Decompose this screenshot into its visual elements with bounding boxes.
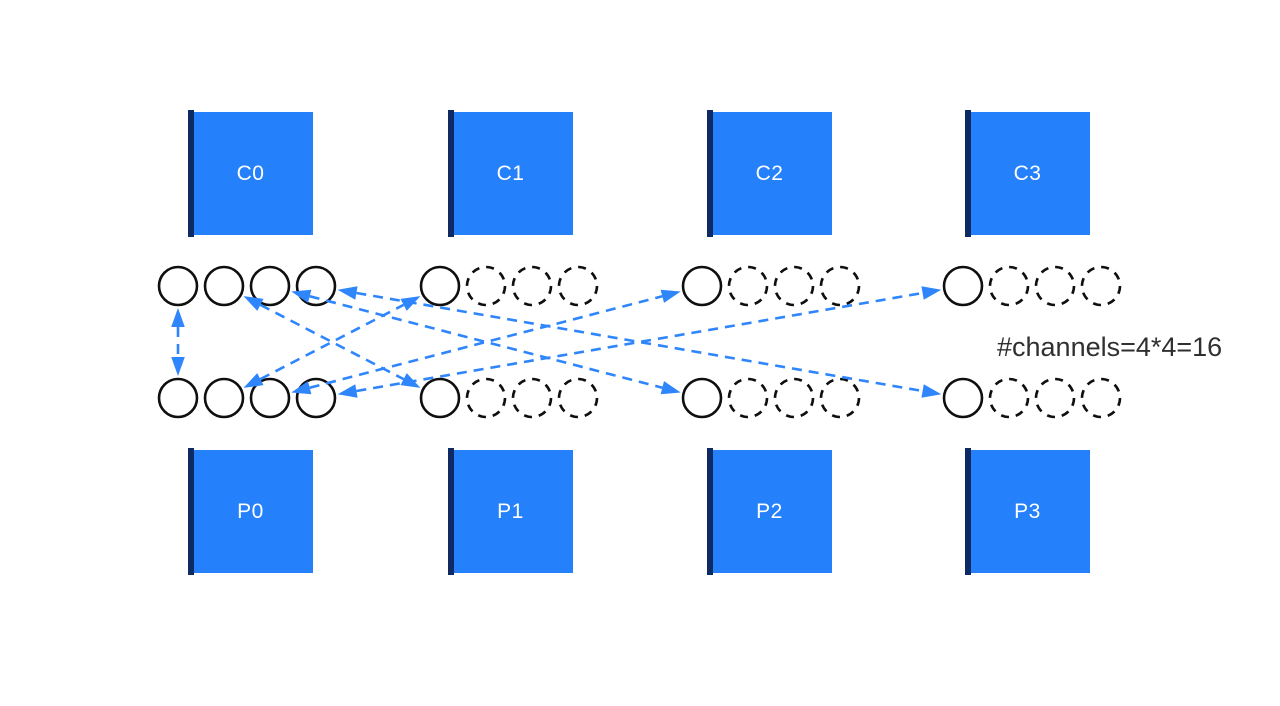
consumer-box-label: C3 <box>1013 161 1042 185</box>
channel-circle-P0-4-solid <box>295 377 337 419</box>
arrow-head-icon <box>660 381 681 395</box>
producer-box-label: P0 <box>237 499 264 523</box>
channel-circle-C2-2-dashed <box>727 265 769 307</box>
channel-circle-C3-1-solid <box>942 265 984 307</box>
consumer-box-c0: C0 <box>188 110 313 237</box>
box-left-edge <box>448 448 454 575</box>
consumer-box-c2: C2 <box>707 110 832 237</box>
connection-arrow-P0.2-C1.1 <box>259 303 405 381</box>
channel-circle-C2-4-dashed <box>819 265 861 307</box>
connection-arrow-P0.4-C3.1 <box>356 291 923 393</box>
arrow-head-icon <box>337 384 358 398</box>
consumer-box-label: C0 <box>236 161 265 185</box>
channel-circle-P2-4-dashed <box>819 377 861 419</box>
channel-circle-C0-4-solid <box>295 265 337 307</box>
producer-box-p0: P0 <box>188 448 313 575</box>
channel-circle-C0-2-solid <box>203 265 245 307</box>
channel-circle-P3-3-dashed <box>1034 377 1076 419</box>
box-left-edge <box>707 448 713 575</box>
producer-box-label: P3 <box>1014 499 1041 523</box>
arrow-head-icon <box>243 373 264 388</box>
channel-circle-P1-1-solid <box>419 377 461 419</box>
arrow-head-icon <box>921 384 942 398</box>
producer-box-p2: P2 <box>707 448 832 575</box>
channel-circle-P3-1-solid <box>942 377 984 419</box>
channel-circle-P0-1-solid <box>157 377 199 419</box>
channel-circle-C2-1-solid <box>681 265 723 307</box>
channels-count-label: #channels=4*4=16 <box>997 332 1223 362</box>
producer-box-p3: P3 <box>965 448 1090 575</box>
channel-circle-P1-4-dashed <box>557 377 599 419</box>
box-left-edge <box>965 110 971 237</box>
channel-circle-C3-3-dashed <box>1034 265 1076 307</box>
channel-circle-P3-2-dashed <box>988 377 1030 419</box>
channel-circle-C3-4-dashed <box>1080 265 1122 307</box>
arrow-head-icon <box>243 296 264 311</box>
channel-circle-C1-1-solid <box>419 265 461 307</box>
producer-box-p1: P1 <box>448 448 573 575</box>
channel-circle-C1-3-dashed <box>511 265 553 307</box>
channel-circle-C1-4-dashed <box>557 265 599 307</box>
arrow-head-icon <box>171 308 185 327</box>
channel-circle-C1-2-dashed <box>465 265 507 307</box>
channel-circle-C0-3-solid <box>249 265 291 307</box>
channel-circle-P2-3-dashed <box>773 377 815 419</box>
producer-box-label: P1 <box>497 499 524 523</box>
channel-circle-C3-2-dashed <box>988 265 1030 307</box>
channel-circle-P2-2-dashed <box>727 377 769 419</box>
box-left-edge <box>965 448 971 575</box>
box-left-edge <box>188 110 194 237</box>
arrow-head-icon <box>337 286 358 300</box>
arrow-head-icon <box>400 296 421 311</box>
channel-circle-P0-2-solid <box>203 377 245 419</box>
connection-arrow-C0.3-P2.1 <box>309 295 663 389</box>
box-left-edge <box>448 110 454 237</box>
producer-box-label: P2 <box>756 499 783 523</box>
arrow-head-icon <box>291 289 312 303</box>
box-left-edge <box>188 448 194 575</box>
consumer-box-label: C2 <box>755 161 784 185</box>
consumer-box-c3: C3 <box>965 110 1090 237</box>
connection-arrow-C0.2-P1.1 <box>259 303 405 381</box>
channel-circle-P0-3-solid <box>249 377 291 419</box>
arrow-head-icon <box>921 286 942 300</box>
arrow-head-icon <box>291 381 312 395</box>
channel-circle-P3-4-dashed <box>1080 377 1122 419</box>
channel-circle-C0-1-solid <box>157 265 199 307</box>
consumer-box-label: C1 <box>496 161 525 185</box>
connection-arrow-C0.4-P3.1 <box>356 291 923 393</box>
channel-circle-P1-3-dashed <box>511 377 553 419</box>
arrow-head-icon <box>660 289 681 303</box>
consumer-box-c1: C1 <box>448 110 573 237</box>
connection-arrow-P0.3-C2.1 <box>309 295 663 389</box>
box-left-edge <box>707 110 713 237</box>
channel-circle-C2-3-dashed <box>773 265 815 307</box>
channel-circle-P1-2-dashed <box>465 377 507 419</box>
channel-circle-P2-1-solid <box>681 377 723 419</box>
arrow-head-icon <box>171 357 185 376</box>
